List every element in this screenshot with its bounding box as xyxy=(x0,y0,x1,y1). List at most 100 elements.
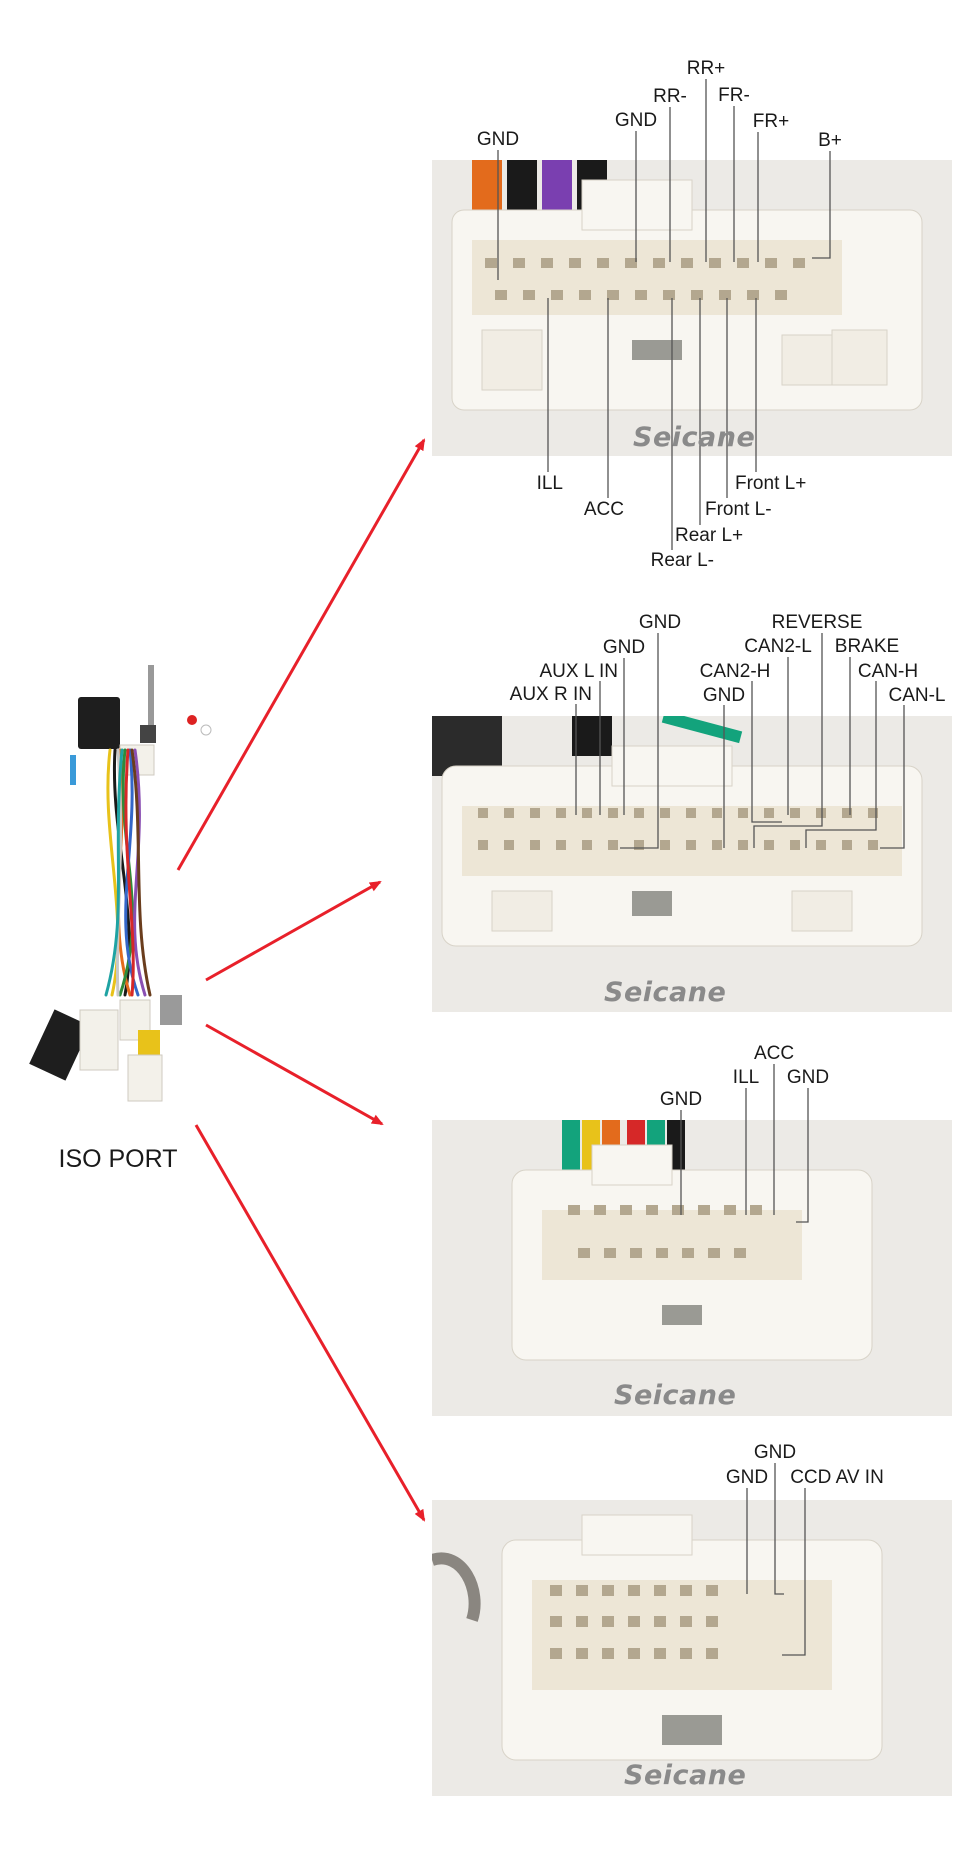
c4-row-bottom-pin xyxy=(550,1648,562,1659)
c1-row-bottom-pin xyxy=(551,290,563,300)
c2-leader-can-h xyxy=(805,681,877,848)
connector-3-photo xyxy=(432,1120,952,1416)
c2-row-bottom-pin xyxy=(868,840,878,850)
c3-row-bottom-pin xyxy=(604,1248,616,1258)
brand-watermark-3: Seicane xyxy=(614,1380,737,1411)
c2-row-bottom-pin xyxy=(582,840,592,850)
c4-row-top-pin xyxy=(680,1585,692,1596)
c4-row-top-pin xyxy=(602,1585,614,1596)
c4-row-mid-pin xyxy=(680,1616,692,1627)
c1-row-top-pin xyxy=(597,258,609,268)
c1-label-acc: ACC xyxy=(583,499,624,520)
c1-row-bottom-pin xyxy=(747,290,759,300)
c4-row-bottom-pin xyxy=(628,1648,640,1659)
c3-leader-gnd-2 xyxy=(796,1088,809,1223)
c1-row-top-pin xyxy=(569,258,581,268)
c2-label-can-l: CAN-L xyxy=(888,685,946,706)
c3-row-bottom-pin xyxy=(734,1248,746,1258)
c2-row-top-pin xyxy=(816,808,826,818)
c4-label-gnd-1: GND xyxy=(725,1467,769,1488)
c1-row-bottom-pin xyxy=(663,290,675,300)
c1-row-top-pin xyxy=(513,258,525,268)
c1-label-front-l-plus: Front L+ xyxy=(735,473,807,494)
c4-row-mid-pin xyxy=(654,1616,666,1627)
c2-row-top-pin xyxy=(608,808,618,818)
c1-label-rr-plus: RR+ xyxy=(686,58,726,79)
c1-label-gnd-1: GND xyxy=(476,129,520,150)
c4-row-bottom-pin xyxy=(654,1648,666,1659)
c4-row-mid-pin xyxy=(706,1616,718,1627)
c2-row-top-pin xyxy=(790,808,800,818)
arrow-connector-3 xyxy=(205,1023,384,1126)
c2-row-bottom-pin xyxy=(634,840,644,850)
c2-row-bottom-pin xyxy=(842,840,852,850)
c4-row-top-pin xyxy=(550,1585,562,1596)
c2-label-aux-l-in: AUX L IN xyxy=(539,661,619,682)
c3-row-top-pin xyxy=(724,1205,736,1215)
c3-label-gnd-1: GND xyxy=(659,1089,703,1110)
c4-label-ccd-av-in: CCD AV IN xyxy=(790,1467,884,1488)
c2-row-top-pin xyxy=(634,808,644,818)
c1-label-rr-minus: RR- xyxy=(653,86,687,107)
c4-row-top-pin xyxy=(706,1585,718,1596)
c1-row-bottom-pin xyxy=(691,290,703,300)
c2-row-top-pin xyxy=(582,808,592,818)
c2-leader-gnd-2 xyxy=(620,633,659,849)
c1-row-top-pin xyxy=(485,258,497,268)
c2-row-bottom-pin xyxy=(478,840,488,850)
c2-row-top-pin xyxy=(686,808,696,818)
c2-row-bottom-pin xyxy=(764,840,774,850)
c2-label-can2-l: CAN2-L xyxy=(744,636,812,657)
c1-label-gnd-2: GND xyxy=(614,110,658,131)
c2-label-gnd-1: GND xyxy=(602,637,646,658)
c1-row-top-pin xyxy=(653,258,665,268)
c2-leader-can-l xyxy=(880,705,905,849)
c1-row-top-pin xyxy=(681,258,693,268)
c2-row-top-pin xyxy=(478,808,488,818)
c1-row-bottom-pin xyxy=(635,290,647,300)
c4-label-gnd-2: GND xyxy=(753,1442,797,1463)
c3-row-bottom-pin xyxy=(630,1248,642,1258)
c1-label-fr-plus: FR+ xyxy=(752,111,790,132)
c3-label-acc: ACC xyxy=(753,1043,795,1064)
c2-row-bottom-pin xyxy=(504,840,514,850)
c2-label-reverse: REVERSE xyxy=(771,612,863,633)
c3-row-top-pin xyxy=(620,1205,632,1215)
c1-row-bottom-pin xyxy=(775,290,787,300)
c2-row-top-pin xyxy=(660,808,670,818)
c1-row-top-pin xyxy=(541,258,553,268)
c3-row-bottom-pin xyxy=(656,1248,668,1258)
c3-row-top-pin xyxy=(698,1205,710,1215)
c4-row-bottom-pin xyxy=(576,1648,588,1659)
c2-row-bottom-pin xyxy=(608,840,618,850)
c3-row-top-pin xyxy=(594,1205,606,1215)
c2-label-gnd-2: GND xyxy=(638,612,682,633)
c3-label-gnd-2: GND xyxy=(786,1067,830,1088)
c3-row-bottom-pin xyxy=(708,1248,720,1258)
c2-label-gnd-3: GND xyxy=(702,685,746,706)
c4-leader-ccd-av-in xyxy=(782,1488,806,1656)
c1-label-b-plus: B+ xyxy=(818,130,842,151)
c2-label-aux-r-in: AUX R IN xyxy=(509,684,592,705)
c2-leader-can2-h xyxy=(751,681,782,823)
c2-row-bottom-pin xyxy=(738,840,748,850)
c2-leader-reverse xyxy=(753,633,823,848)
c3-row-bottom-pin xyxy=(682,1248,694,1258)
c2-label-can-h: CAN-H xyxy=(857,661,919,682)
c2-row-bottom-pin xyxy=(530,840,540,850)
brand-watermark-1: Seicane xyxy=(633,422,756,453)
c2-row-top-pin xyxy=(842,808,852,818)
arrow-connector-2 xyxy=(205,880,382,982)
c1-row-bottom-pin xyxy=(495,290,507,300)
c1-row-top-pin xyxy=(625,258,637,268)
c1-leader-b-plus xyxy=(812,151,831,259)
arrow-connector-4 xyxy=(194,1124,426,1522)
c2-row-top-pin xyxy=(712,808,722,818)
c4-row-top-pin xyxy=(628,1585,640,1596)
c2-label-brake: BRAKE xyxy=(834,636,900,657)
c3-row-top-pin xyxy=(568,1205,580,1215)
c1-row-top-pin xyxy=(765,258,777,268)
c4-row-mid-pin xyxy=(550,1616,562,1627)
c4-leader-gnd-2 xyxy=(774,1463,784,1595)
